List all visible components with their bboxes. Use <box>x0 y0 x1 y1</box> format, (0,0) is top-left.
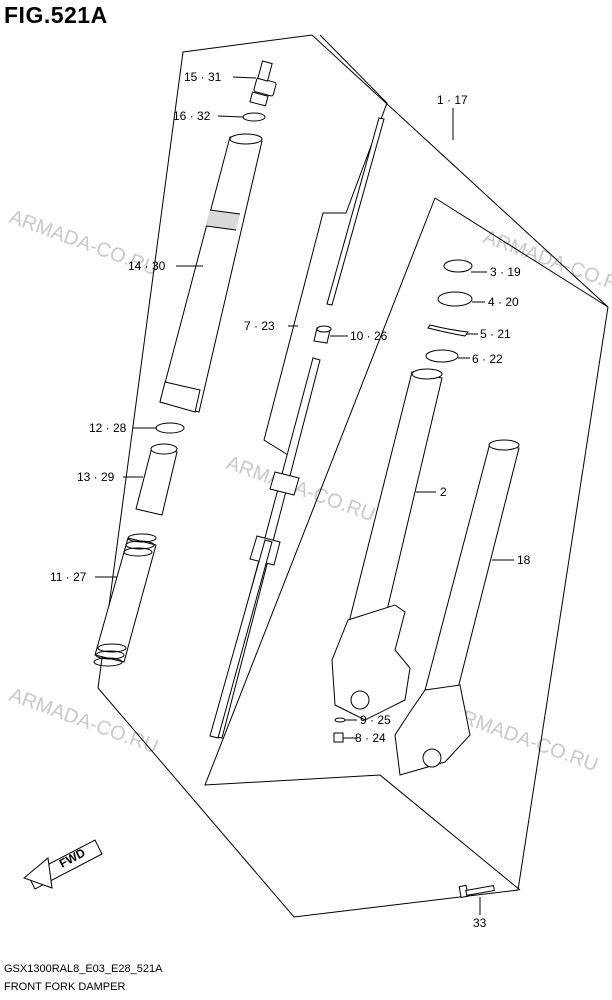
collar-part <box>313 325 332 344</box>
watermarks: ARMADA-CO.RU ARMADA-CO.RU ARMADA-CO.RU A… <box>6 206 612 776</box>
label-11-27: 11 · 27 <box>50 570 87 584</box>
oil-seal-part <box>437 291 473 307</box>
guide-bushing-part <box>425 349 459 363</box>
label-15-31: 15 · 31 <box>184 70 222 84</box>
outer-assembly-boundary <box>97 34 609 918</box>
retaining-ring-part <box>427 324 469 337</box>
tube-subassembly-left <box>204 197 521 891</box>
part-labels: 15 · 31 16 · 32 14 · 30 12 · 28 13 · 29 … <box>50 70 531 930</box>
watermark-3: ARMADA-CO.RU <box>223 452 378 526</box>
diagram-name: FRONT FORK DAMPER <box>4 981 126 993</box>
label-6-22: 6 · 22 <box>472 352 503 366</box>
washer-part <box>155 422 185 434</box>
label-14-30: 14 · 30 <box>128 259 166 273</box>
label-9-25: 9 · 25 <box>360 713 391 727</box>
damper-rod-part <box>326 117 385 306</box>
leader-lines <box>95 76 514 915</box>
axle-clamp-bolt-part <box>458 884 495 899</box>
tube-subassembly-boundary <box>434 197 609 308</box>
label-16-32: 16 · 32 <box>173 109 211 123</box>
label-3-19: 3 · 19 <box>490 265 521 279</box>
damper-subassembly-boundary <box>263 34 388 456</box>
figure-title: FIG.521A <box>4 2 108 28</box>
watermark-5: ARMADA-CO.RU <box>446 702 601 776</box>
watermark-4: ARMADA-CO.RU <box>6 684 161 758</box>
outer-tube-left-part <box>331 368 443 721</box>
label-18: 18 <box>517 553 531 567</box>
spring-part <box>93 533 157 667</box>
dust-seal-part <box>443 259 473 273</box>
label-4-20: 4 · 20 <box>488 295 519 309</box>
model-code: GSX1300RAL8_E03_E28_521A <box>4 963 163 975</box>
inner-tube-part <box>159 133 263 413</box>
outer-tube-right-part <box>394 439 520 776</box>
spacer-part <box>135 443 178 516</box>
forward-direction-arrow: FWD <box>23 839 103 890</box>
o-ring-part <box>242 112 266 122</box>
drain-bolt-part <box>333 732 344 743</box>
label-13-29: 13 · 29 <box>77 470 115 484</box>
label-7-23: 7 · 23 <box>244 319 275 333</box>
label-1-17: 1 · 17 <box>437 93 468 107</box>
adjuster-cap-part <box>249 60 277 107</box>
label-5-21: 5 · 21 <box>480 327 511 341</box>
gasket-part <box>334 717 346 723</box>
label-12-28: 12 · 28 <box>89 421 127 435</box>
damper-cartridge-part <box>209 357 321 739</box>
label-8-24: 8 · 24 <box>355 731 386 745</box>
label-33: 33 <box>473 916 487 930</box>
label-2: 2 <box>440 485 447 499</box>
label-10-26: 10 · 26 <box>350 329 388 343</box>
watermark-2: ARMADA-CO.RU <box>480 226 612 300</box>
